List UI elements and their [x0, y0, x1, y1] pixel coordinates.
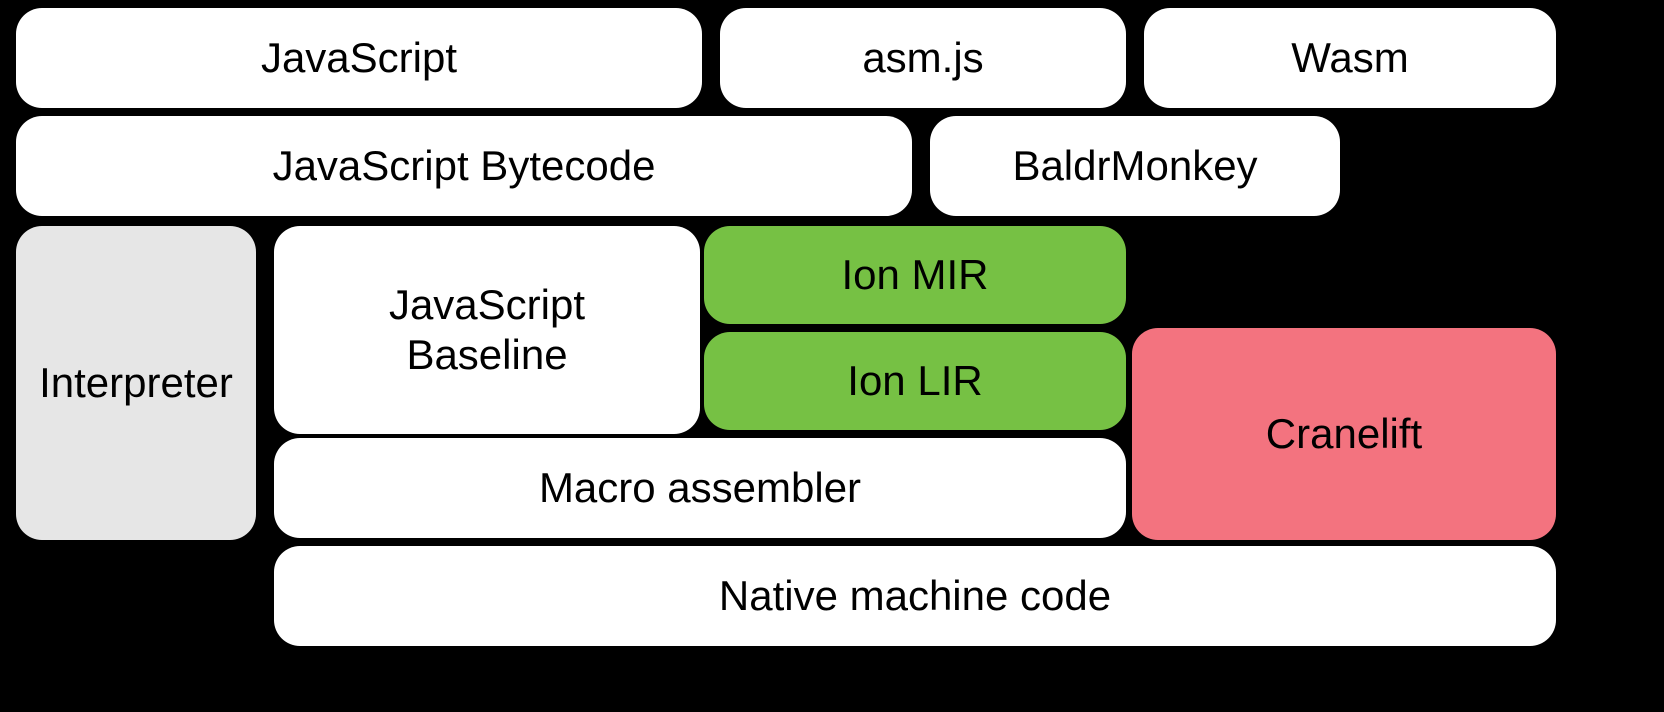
- box-ion-lir-label: Ion LIR: [847, 357, 983, 405]
- box-ion-lir: Ion LIR: [704, 332, 1126, 430]
- box-javascript-baseline: JavaScript Baseline: [274, 226, 700, 434]
- box-interpreter-label: Interpreter: [39, 359, 233, 407]
- box-macro-assembler: Macro assembler: [274, 438, 1126, 538]
- box-asmjs: asm.js: [720, 8, 1126, 108]
- box-wasm: Wasm: [1144, 8, 1556, 108]
- box-javascript: JavaScript: [16, 8, 702, 108]
- box-wasm-label: Wasm: [1291, 34, 1409, 82]
- box-asmjs-label: asm.js: [862, 34, 984, 82]
- box-ion-mir: Ion MIR: [704, 226, 1126, 324]
- box-javascript-bytecode-label: JavaScript Bytecode: [272, 142, 656, 190]
- box-interpreter: Interpreter: [16, 226, 256, 540]
- box-javascript-label: JavaScript: [260, 34, 458, 82]
- box-macro-assembler-label: Macro assembler: [538, 464, 862, 512]
- box-ion-mir-label: Ion MIR: [841, 251, 989, 299]
- box-cranelift: Cranelift: [1132, 328, 1556, 540]
- box-baldrmonkey-label: BaldrMonkey: [1012, 142, 1258, 190]
- box-javascript-bytecode: JavaScript Bytecode: [16, 116, 912, 216]
- box-baldrmonkey: BaldrMonkey: [930, 116, 1340, 216]
- box-cranelift-label: Cranelift: [1265, 410, 1423, 458]
- box-native-machine-code: Native machine code: [274, 546, 1556, 646]
- box-native-machine-code-label: Native machine code: [718, 572, 1112, 620]
- box-javascript-baseline-label: JavaScript Baseline: [388, 281, 586, 378]
